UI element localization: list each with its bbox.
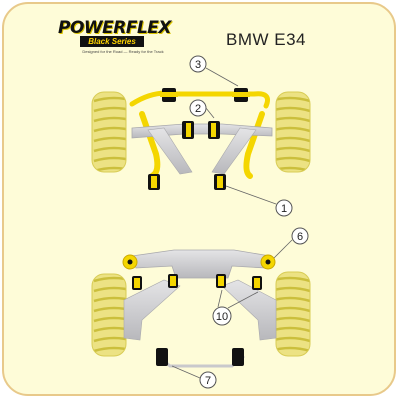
rear-right-tyre bbox=[275, 271, 311, 357]
callout-2: 2 bbox=[189, 99, 215, 119]
callout-1: 1 bbox=[225, 185, 293, 217]
rear-right-trailing-arm bbox=[221, 279, 277, 341]
anti-roll-bar-bush-right bbox=[232, 88, 250, 102]
callout-10-label: 10 bbox=[216, 311, 228, 323]
control-arm-bush-right bbox=[208, 121, 220, 139]
callout-6: 6 bbox=[273, 227, 309, 259]
callout-3: 3 bbox=[189, 55, 239, 87]
rear-left-tyre bbox=[91, 273, 127, 357]
callout-6-label: 6 bbox=[297, 231, 303, 243]
subframe-mount-left bbox=[122, 254, 138, 270]
front-anti-roll-bar bbox=[129, 90, 270, 109]
rear-anti-roll-bar-bush-right bbox=[232, 348, 244, 366]
suspension-diagram: 3 2 1 6 10 7 bbox=[91, 55, 311, 389]
front-right-tyre bbox=[275, 91, 311, 173]
model-title: BMW E34 bbox=[226, 30, 307, 49]
front-left-arm-link bbox=[147, 127, 193, 175]
front-left-tyre bbox=[91, 91, 127, 173]
front-anti-roll-bar-right-arm bbox=[243, 111, 265, 179]
brand-subline: Black Series bbox=[80, 36, 144, 47]
radius-arm-bush-right bbox=[214, 174, 226, 190]
rear-left-trailing-arm bbox=[123, 279, 181, 341]
rear-axle bbox=[91, 249, 311, 368]
rear-anti-roll-bar bbox=[157, 354, 245, 368]
brand-name: POWERFLEX bbox=[58, 18, 172, 38]
diagram-card: POWERFLEX Black Series Designed for the … bbox=[2, 2, 396, 396]
front-anti-roll-bar-left-arm bbox=[139, 111, 161, 179]
trailing-arm-bush-right-outer bbox=[252, 276, 262, 290]
trailing-arm-bush-left-inner bbox=[168, 274, 178, 288]
rear-subframe bbox=[131, 249, 271, 279]
brand-logo: POWERFLEX Black Series Designed for the … bbox=[58, 18, 188, 56]
radius-arm-bush-left bbox=[148, 174, 160, 190]
trailing-arm-bush-right-inner bbox=[216, 274, 226, 288]
control-arm-bush-left bbox=[182, 121, 194, 139]
anti-roll-bar-bush-left bbox=[160, 88, 178, 102]
callout-7-label: 7 bbox=[205, 375, 211, 387]
trailing-arm-bush-left-outer bbox=[132, 276, 142, 290]
front-axle bbox=[91, 88, 311, 190]
callout-3-label: 3 bbox=[195, 59, 201, 71]
callout-10: 10 bbox=[212, 289, 259, 326]
brand-tagline: Designed for the Road — Ready for the Tr… bbox=[82, 49, 164, 54]
front-right-arm-link bbox=[211, 127, 257, 175]
callout-7: 7 bbox=[171, 365, 217, 389]
callout-2-label: 2 bbox=[195, 103, 201, 115]
rear-anti-roll-bar-bush-left bbox=[156, 348, 168, 366]
subframe-mount-right bbox=[260, 254, 276, 270]
callout-1-label: 1 bbox=[281, 203, 287, 215]
